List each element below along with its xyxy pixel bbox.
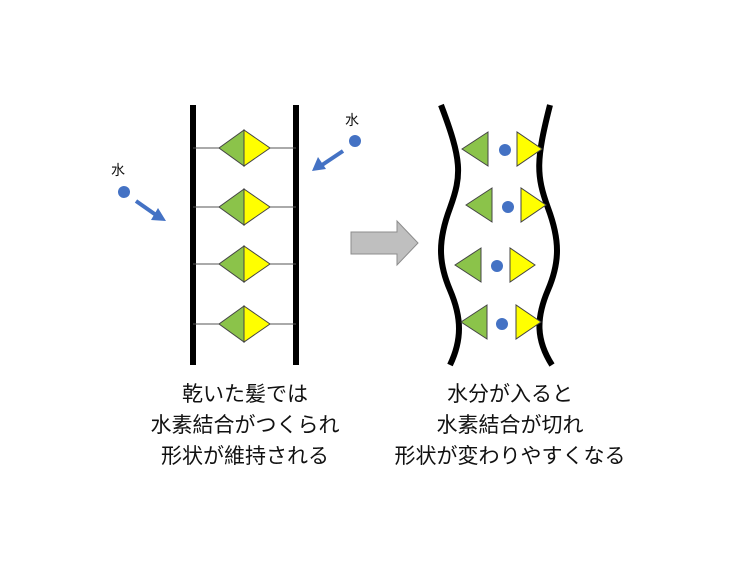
green-triangle [454, 247, 482, 283]
caption-wet-hair: 水分が入ると 水素結合が切れ 形状が変わりやすくなる [385, 379, 635, 472]
hydrogen-bond-3 [193, 245, 296, 283]
green-triangle [460, 304, 488, 340]
broken-bond-1 [461, 131, 543, 167]
caption-line: 形状が変わりやすくなる [394, 444, 626, 468]
yellow-triangle [516, 131, 543, 167]
right-strand-1 [438, 103, 462, 367]
green-triangle [465, 187, 493, 223]
green-triangle [218, 245, 245, 283]
hydrogen-bond-4 [193, 305, 296, 343]
wet-hair-ladder [438, 103, 560, 367]
water-dot [496, 318, 508, 330]
caption-dry-hair: 乾いた髪では 水素結合がつくられ 形状が維持される [120, 379, 370, 472]
yellow-triangle [515, 304, 542, 340]
broken-bond-2 [465, 187, 547, 223]
caption-line: 水素結合がつくられ [150, 413, 340, 437]
yellow-triangle [243, 305, 271, 343]
caption-line: 水素結合が切れ [436, 413, 584, 437]
transition-arrow [350, 219, 419, 267]
yellow-triangle [509, 247, 536, 283]
green-triangle [218, 188, 245, 226]
caption-line: 形状が維持される [161, 444, 329, 468]
green-triangle [461, 131, 489, 167]
water-dot [491, 260, 503, 272]
yellow-triangle [243, 129, 271, 167]
right-strand-2 [536, 104, 560, 367]
water-left [118, 186, 166, 221]
caption-line: 水分が入ると [447, 382, 573, 406]
water-dot [349, 135, 361, 147]
water-right [312, 135, 361, 171]
water-arrow [320, 149, 345, 167]
water-label-left: 水 [111, 163, 125, 179]
water-label-right: 水 [345, 113, 359, 129]
water-dot [499, 144, 511, 156]
broken-bond-4 [460, 304, 542, 340]
green-triangle [218, 129, 245, 167]
water-dot [502, 201, 514, 213]
dry-hair-ladder [190, 105, 299, 365]
yellow-triangle [243, 188, 271, 226]
hydrogen-bond-2 [193, 188, 296, 226]
caption-line: 乾いた髪では [182, 382, 308, 406]
yellow-triangle [243, 245, 271, 283]
green-triangle [218, 305, 245, 343]
water-arrow [134, 199, 158, 217]
water-dot [118, 186, 130, 198]
broken-bond-3 [454, 247, 536, 283]
yellow-triangle [520, 187, 547, 223]
hydrogen-bond-1 [193, 129, 296, 167]
